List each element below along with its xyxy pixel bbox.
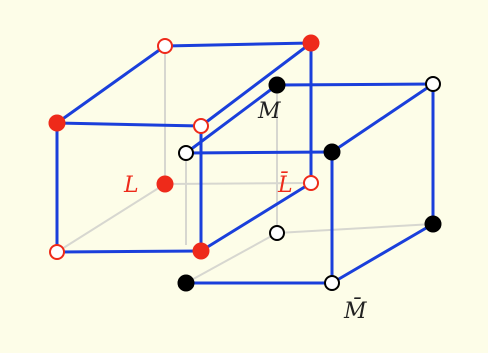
vertex-filled-red bbox=[302, 34, 320, 52]
red-cube-edge bbox=[199, 181, 313, 253]
black-cube-edge bbox=[330, 222, 435, 285]
label-L: L bbox=[123, 173, 139, 198]
vertex-filled-black bbox=[424, 215, 442, 233]
vertex-filled-black bbox=[177, 274, 195, 292]
red-cube-hidden-edge bbox=[56, 183, 166, 253]
vertex-open-red bbox=[193, 118, 209, 134]
vertex-filled-red bbox=[48, 114, 66, 132]
vertex-open-black bbox=[178, 145, 194, 161]
red-cube-hidden-edge bbox=[164, 182, 312, 185]
red-cube-edge bbox=[199, 41, 313, 128]
black-cube-edge bbox=[184, 150, 334, 155]
vertex-filled-black bbox=[268, 76, 286, 94]
visible-edges bbox=[55, 41, 435, 285]
label-M: M bbox=[257, 99, 281, 124]
hidden-edges bbox=[56, 46, 434, 284]
vertex-open-red bbox=[49, 244, 65, 260]
red-cube-edge bbox=[55, 121, 203, 128]
vertex-open-red bbox=[157, 38, 173, 54]
vertex-open-red bbox=[303, 175, 319, 191]
label-M-bar: M̄ bbox=[343, 297, 367, 324]
vertex-open-black bbox=[324, 275, 340, 291]
vertex-open-black bbox=[425, 76, 441, 92]
red-cube-edge bbox=[163, 41, 313, 48]
vertex-open-black bbox=[269, 225, 285, 241]
black-cube-edge bbox=[184, 83, 279, 155]
vertex-filled-red bbox=[156, 175, 174, 193]
label-L-bar: L̄ bbox=[277, 171, 293, 198]
black-cube-hidden-edge bbox=[276, 223, 434, 234]
black-cube-edge bbox=[275, 82, 435, 87]
red-cube-edge bbox=[55, 44, 167, 125]
vertex-filled-red bbox=[192, 242, 210, 260]
red-cube-vertices bbox=[48, 34, 320, 260]
vertex-filled-black bbox=[323, 143, 341, 161]
black-cube-edge bbox=[330, 82, 435, 154]
black-cube-hidden-edge bbox=[185, 232, 278, 284]
black-cube-vertices bbox=[177, 76, 442, 292]
red-cube-edge bbox=[55, 249, 203, 254]
